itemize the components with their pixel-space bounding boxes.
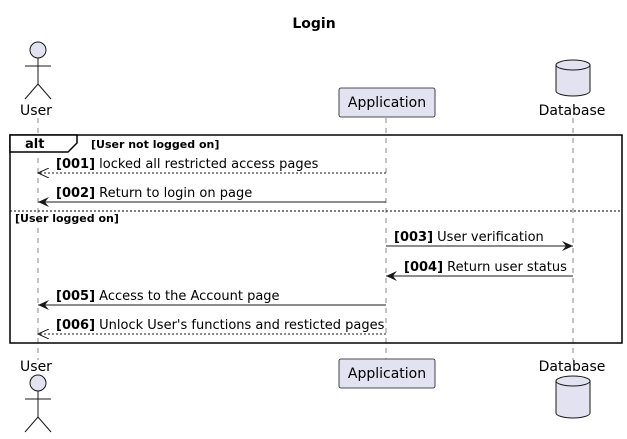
actor-head-icon: [29, 374, 47, 392]
participant-label-database-bottom: Database: [539, 359, 606, 375]
messages-group: [001] locked all restricted access pages…: [38, 157, 573, 334]
database-icon: [555, 380, 591, 419]
actor-head-icon: [29, 41, 47, 59]
participant-label-application-bottom: Application: [348, 366, 426, 382]
message-id: [005]: [56, 289, 95, 304]
participant-label-application: Application: [348, 95, 426, 111]
message-id: [003]: [394, 230, 433, 245]
message-id: [006]: [56, 318, 95, 333]
message-id: [004]: [404, 260, 443, 275]
message-text: Access to the Account page: [95, 289, 280, 304]
alt-guard-2: [User logged on]: [15, 212, 119, 225]
database-bottom: Database: [539, 359, 606, 419]
alt-guard-1: [User not logged on]: [91, 138, 219, 151]
message-id: [001]: [56, 157, 95, 172]
message-label-6: [006] Unlock User's functions and restic…: [56, 318, 385, 333]
diagram-title: Login: [292, 16, 335, 32]
message-label-2: [002] Return to login on page: [56, 186, 252, 201]
database-icon: [555, 64, 591, 97]
message-text: locked all restricted access pages: [95, 157, 319, 172]
message-text: User verification: [433, 230, 544, 245]
participant-box: [338, 358, 436, 389]
alt-frame: [9, 134, 623, 344]
alt-tab: [9, 134, 78, 153]
participant-label-user-bottom: User: [20, 359, 52, 375]
database-top: Database: [539, 59, 606, 119]
participant-label-database: Database: [539, 103, 606, 119]
message-text: Return user status: [443, 260, 567, 275]
participant-label-user: User: [20, 103, 52, 119]
actor-user-top: User: [20, 41, 52, 119]
participant-box: [338, 87, 436, 118]
actor-user-bottom: User: [20, 359, 52, 433]
message-label-5: [005] Access to the Account page: [56, 289, 280, 304]
message-label-1: [001] locked all restricted access pages: [56, 157, 319, 172]
alt-keyword: alt: [25, 137, 44, 152]
participant-application-top: Application: [338, 87, 436, 118]
message-label-4: [004] Return user status: [404, 260, 567, 275]
message-text: Return to login on page: [95, 186, 252, 201]
message-id: [002]: [56, 186, 95, 201]
participant-application-bottom: Application: [338, 358, 436, 389]
message-label-3: [003] User verification: [394, 230, 544, 245]
message-text: Unlock User's functions and resticted pa…: [95, 318, 385, 333]
alt-fragment: alt [User not logged on] [User logged on…: [9, 134, 623, 344]
